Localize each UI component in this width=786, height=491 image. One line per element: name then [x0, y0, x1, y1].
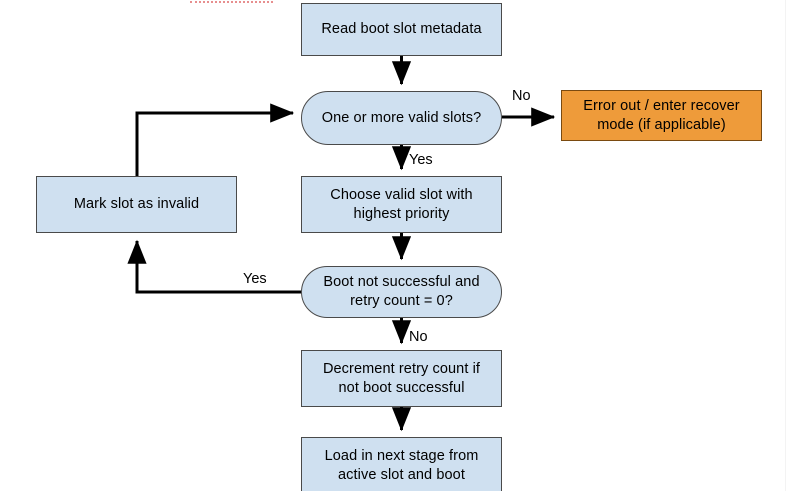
- node-label-load-line-2: active slot and boot: [338, 466, 465, 483]
- node-decrement-retry-count-if-not-boot-successful[interactable]: Decrement retry count if not boot succes…: [301, 350, 502, 407]
- node-label-mark-slot-as-invalid: Mark slot as invalid: [73, 196, 200, 212]
- node-choose-valid-slot-with-highest-priority[interactable]: Choose valid slot with highest priority: [301, 176, 502, 233]
- node-label-decrement-line-1: Decrement retry count if: [322, 360, 481, 377]
- edge-label-valid-slots-no: No: [512, 88, 531, 104]
- node-error-out-enter-recover-mode[interactable]: Error out / enter recover mode (if appli…: [561, 90, 762, 141]
- node-read-boot-slot-metadata[interactable]: Read boot slot metadata: [301, 3, 502, 56]
- node-label-choose-line-2: highest priority: [353, 205, 450, 222]
- node-label-read-boot-slot-metadata: Read boot slot metadata: [321, 21, 482, 37]
- node-label-boot-check-line-1: Boot not successful and: [323, 274, 480, 290]
- node-mark-slot-as-invalid[interactable]: Mark slot as invalid: [36, 176, 237, 233]
- node-label-choose-line-1: Choose valid slot with: [330, 186, 473, 203]
- node-label-one-or-more-valid-slots: One or more valid slots?: [321, 109, 482, 126]
- connector-mark-invalid-to-valid-slots: [135, 103, 295, 176]
- node-label-boot-check-line-2: retry count = 0?: [350, 293, 453, 309]
- node-boot-not-successful-and-retry-count-zero[interactable]: Boot not successful and retry count = 0?: [301, 266, 502, 318]
- node-load-in-next-stage-from-active-slot-and-boot[interactable]: Load in next stage from active slot and …: [301, 437, 502, 491]
- edge-label-valid-slots-yes: Yes: [409, 152, 433, 168]
- node-label-load-line-1: Load in next stage from: [324, 447, 479, 464]
- red-dotted-annotation-icon: [190, 1, 273, 5]
- node-label-error-line-2: mode (if applicable): [597, 116, 726, 133]
- edge-label-boot-check-yes: Yes: [243, 271, 267, 287]
- connector-boot-check-yes-to-mark-invalid: [127, 239, 301, 294]
- edge-label-boot-check-no: No: [409, 329, 428, 345]
- node-one-or-more-valid-slots[interactable]: One or more valid slots?: [301, 91, 502, 145]
- node-label-error-line-1: Error out / enter recover: [583, 97, 740, 114]
- node-label-decrement-line-2: not boot successful: [338, 379, 465, 396]
